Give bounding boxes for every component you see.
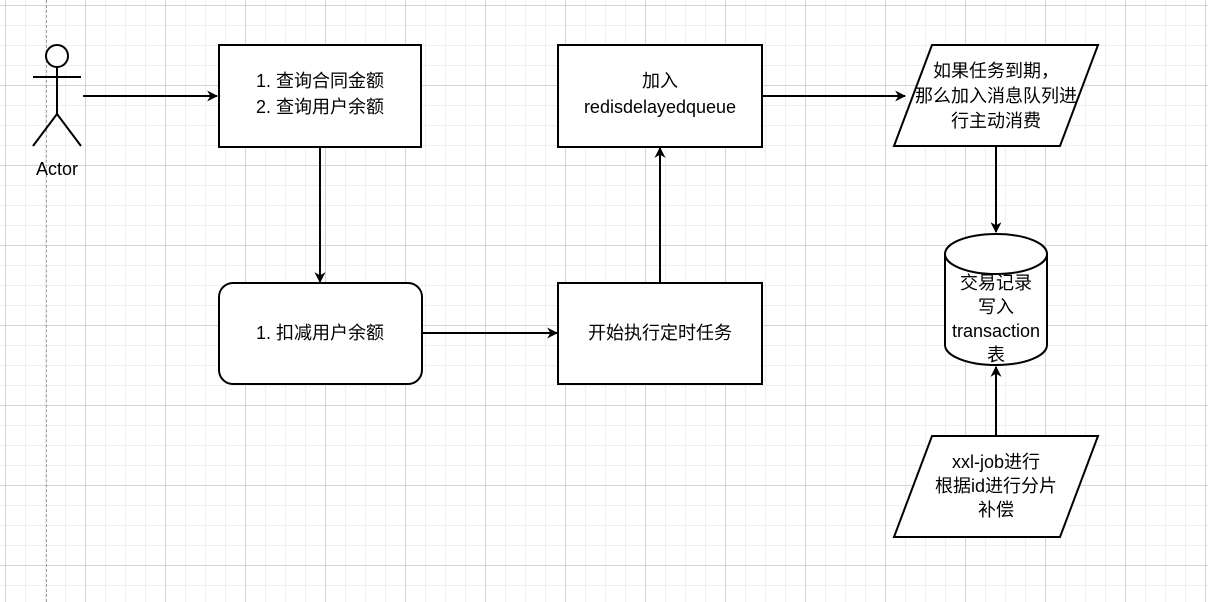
actor-left-leg — [32, 113, 58, 147]
add-queue-line-2: redisdelayedqueue — [584, 97, 736, 117]
xxljob-line-3: 补偿 — [978, 500, 1014, 520]
db-line-2: 写入 — [978, 297, 1014, 317]
deduct-line-1: 1. 扣减用户余额 — [256, 323, 384, 343]
query-line-1: 1. 查询合同金额 — [256, 71, 384, 91]
deduct-box — [218, 282, 423, 385]
page-boundary-guide — [46, 0, 47, 602]
actor-label: Actor — [36, 159, 78, 179]
xxljob-line-1: xxl-job进行 — [952, 452, 1040, 472]
actor-head — [45, 44, 69, 68]
expire-line-2: 那么加入消息队列进 — [915, 86, 1077, 106]
db-line-3: transaction — [952, 321, 1040, 341]
expire-node[interactable]: 如果任务到期， 那么加入消息队列进 行主动消费 — [892, 44, 1100, 147]
add-queue-box — [557, 44, 763, 148]
db-cylinder-body — [944, 254, 1048, 366]
query-node[interactable]: 1. 查询合同金额 2. 查询用户余额 — [218, 44, 422, 148]
start-task-box — [557, 282, 763, 385]
actor[interactable]: Actor — [32, 44, 82, 179]
db-cylinder-top — [944, 233, 1048, 275]
expire-line-1: 如果任务到期， — [933, 61, 1059, 81]
xxljob-line-2: 根据id进行分片 — [935, 476, 1057, 496]
actor-right-leg — [56, 113, 82, 147]
db-line-4: 表 — [987, 345, 1005, 365]
db-line-1: 交易记录 — [960, 273, 1032, 293]
xxljob-shape — [892, 435, 1100, 538]
connectors — [83, 90, 1002, 435]
expire-shape — [892, 44, 1100, 147]
expire-line-3: 行主动消费 — [951, 111, 1041, 131]
add-queue-node[interactable]: 加入 redisdelayedqueue — [557, 44, 763, 148]
start-task-node[interactable]: 开始执行定时任务 — [557, 282, 763, 385]
query-line-2: 2. 查询用户余额 — [256, 97, 384, 117]
deduct-node[interactable]: 1. 扣减用户余额 — [218, 282, 423, 385]
xxljob-node[interactable]: xxl-job进行 根据id进行分片 补偿 — [892, 435, 1100, 538]
start-task-line-1: 开始执行定时任务 — [588, 323, 732, 343]
db-node[interactable]: 交易记录 写入 transaction 表 — [944, 233, 1048, 366]
query-box — [218, 44, 422, 148]
actor-figure — [32, 44, 82, 147]
add-queue-line-1: 加入 — [642, 71, 678, 91]
